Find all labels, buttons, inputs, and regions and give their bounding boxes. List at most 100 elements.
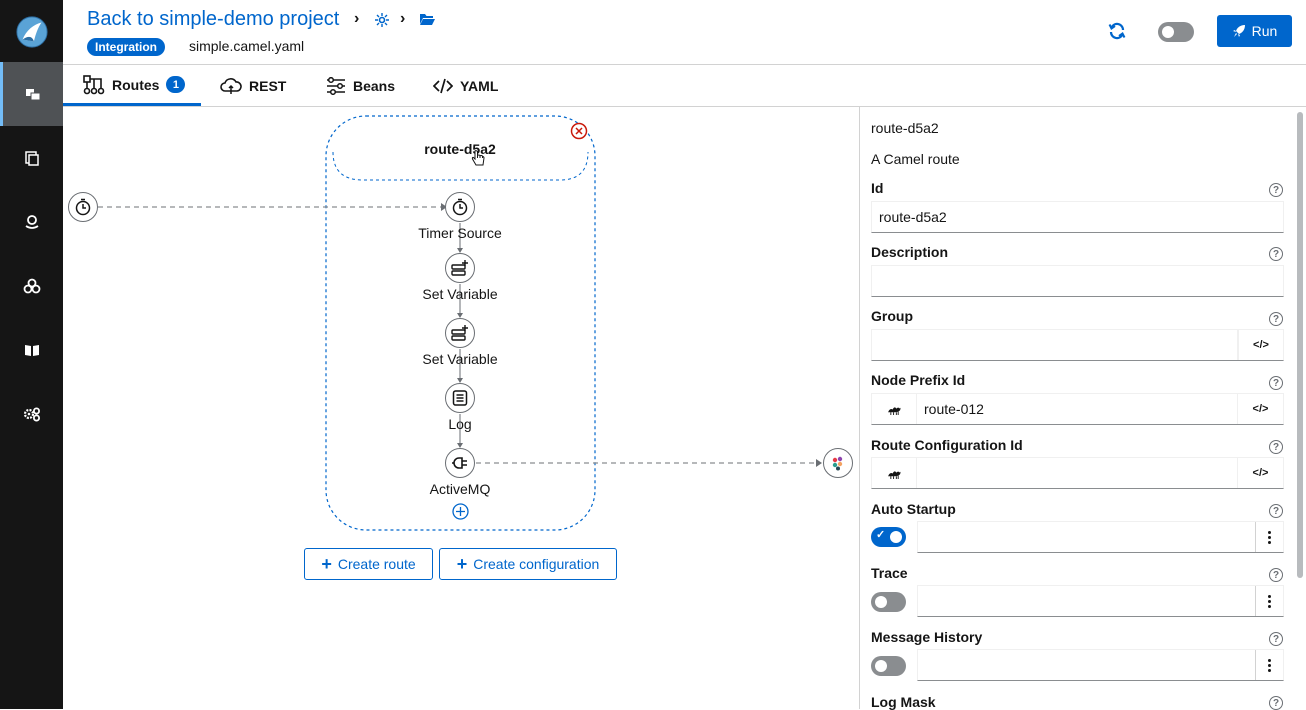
trace-toggle[interactable] [871, 592, 906, 612]
help-icon[interactable]: ? [1269, 504, 1283, 518]
id-input[interactable]: route-d5a2 [871, 201, 1284, 233]
nav-topology[interactable] [0, 126, 63, 190]
expression-toggle[interactable]: </> [1238, 394, 1283, 424]
set-variable-icon [451, 260, 468, 276]
options-menu-button[interactable] [1255, 586, 1283, 616]
panel-title: route-d5a2 [871, 120, 939, 136]
activemq-endpoint-node[interactable] [823, 448, 853, 478]
tab-rest[interactable]: REST [220, 66, 286, 106]
cloud-icon [220, 78, 242, 94]
message-history-field[interactable] [917, 649, 1284, 681]
code-icon [433, 78, 453, 94]
expression-toggle[interactable]: </> [1238, 458, 1283, 488]
catalog-icon [25, 215, 38, 229]
panel-scrollbar[interactable] [1297, 112, 1303, 578]
camel-icon [887, 406, 901, 415]
sync-icon[interactable] [1108, 22, 1126, 40]
file-name: simple.camel.yaml [189, 38, 305, 54]
kebab-icon [1265, 658, 1275, 672]
tab-beans[interactable]: Beans [326, 66, 395, 106]
app-logo[interactable] [0, 0, 63, 64]
timer-source-node[interactable] [445, 192, 475, 222]
code-icon: </> [1252, 403, 1269, 415]
property-placeholder-button[interactable] [872, 394, 917, 424]
kebab-icon [1265, 594, 1275, 608]
rocket-icon [1232, 25, 1245, 37]
id-label: Id [871, 180, 884, 196]
book-icon [24, 345, 39, 356]
expression-toggle[interactable]: </> [1238, 330, 1283, 360]
help-icon[interactable]: ? [1269, 183, 1283, 197]
nav-docs[interactable] [0, 318, 63, 382]
create-route-button[interactable]: + Create route [304, 548, 433, 580]
step-label: Timer Source [418, 225, 502, 241]
route-config-input[interactable]: </> [871, 457, 1284, 489]
message-history-toggle[interactable] [871, 656, 906, 676]
plus-icon: + [321, 554, 332, 574]
route-config-text[interactable] [917, 458, 1238, 488]
delete-route-icon[interactable] [570, 122, 588, 140]
plus-icon: + [456, 554, 468, 574]
group-text[interactable] [872, 330, 1238, 360]
code-icon: </> [1252, 467, 1269, 479]
help-icon[interactable]: ? [1269, 376, 1283, 390]
tab-yaml-label: YAML [460, 78, 499, 94]
help-icon[interactable]: ? [1269, 312, 1283, 326]
properties-panel: route-d5a2 A Camel route Id ? route-d5a2… [859, 107, 1306, 710]
auto-startup-toggle[interactable]: ✓ [871, 527, 906, 547]
integration-icon[interactable] [374, 12, 390, 28]
set-variable-icon [451, 325, 468, 341]
log-icon [452, 390, 468, 406]
group-input[interactable]: </> [871, 329, 1284, 361]
log-mask-label: Log Mask [871, 694, 936, 710]
timer-icon [452, 198, 468, 216]
route-name[interactable]: route-d5a2 [424, 141, 496, 157]
help-icon[interactable]: ? [1269, 568, 1283, 582]
tab-rest-label: REST [249, 78, 287, 94]
gears-icon [23, 407, 40, 422]
trace-field[interactable] [917, 585, 1284, 617]
auto-startup-field[interactable] [917, 521, 1284, 553]
folder-open-icon[interactable] [419, 12, 435, 26]
set-variable-node[interactable] [445, 253, 475, 283]
nav-settings[interactable] [0, 382, 63, 446]
copy-icon [24, 151, 39, 166]
tab-routes[interactable]: Routes 1 [63, 66, 202, 106]
node-prefix-label: Node Prefix Id [871, 372, 966, 388]
timer-endpoint-node[interactable] [68, 192, 98, 222]
options-menu-button[interactable] [1255, 522, 1283, 552]
nav-beans[interactable] [0, 254, 63, 318]
nav-design[interactable] [0, 62, 63, 126]
tab-beans-label: Beans [353, 78, 396, 94]
add-step-icon[interactable] [452, 503, 469, 520]
step-label: Set Variable [422, 286, 498, 302]
tab-yaml[interactable]: YAML [433, 66, 498, 106]
run-button[interactable]: Run [1217, 15, 1292, 47]
canvas-edges [98, 115, 822, 531]
create-configuration-button[interactable]: + Create configuration [439, 548, 617, 580]
group-label: Group [871, 308, 913, 324]
step-label: Log [448, 416, 472, 432]
description-input[interactable] [871, 265, 1284, 297]
set-variable-node[interactable] [445, 318, 475, 348]
theme-toggle[interactable] [1158, 22, 1194, 42]
options-menu-button[interactable] [1255, 650, 1283, 680]
help-icon[interactable]: ? [1269, 440, 1283, 454]
node-prefix-text[interactable]: route-012 [917, 394, 1238, 424]
help-icon[interactable]: ? [1269, 696, 1283, 710]
timer-icon [75, 198, 91, 216]
property-placeholder-button[interactable] [872, 458, 917, 488]
back-to-project-link[interactable]: Back to simple-demo project [87, 8, 340, 30]
help-icon[interactable]: ? [1269, 632, 1283, 646]
step-label: Set Variable [422, 351, 498, 367]
plug-icon [452, 457, 467, 469]
breadcrumb-separator: › [354, 10, 360, 27]
nav-catalog[interactable] [0, 190, 63, 254]
node-prefix-input[interactable]: route-012 </> [871, 393, 1284, 425]
route-canvas[interactable]: route-d5a2 Timer Source Set Variable Set… [63, 107, 859, 709]
cubes-icon [23, 278, 40, 294]
node-prefix-value: route-012 [924, 401, 984, 417]
log-node[interactable] [445, 383, 475, 413]
activemq-node[interactable] [445, 448, 475, 478]
help-icon[interactable]: ? [1269, 247, 1283, 261]
